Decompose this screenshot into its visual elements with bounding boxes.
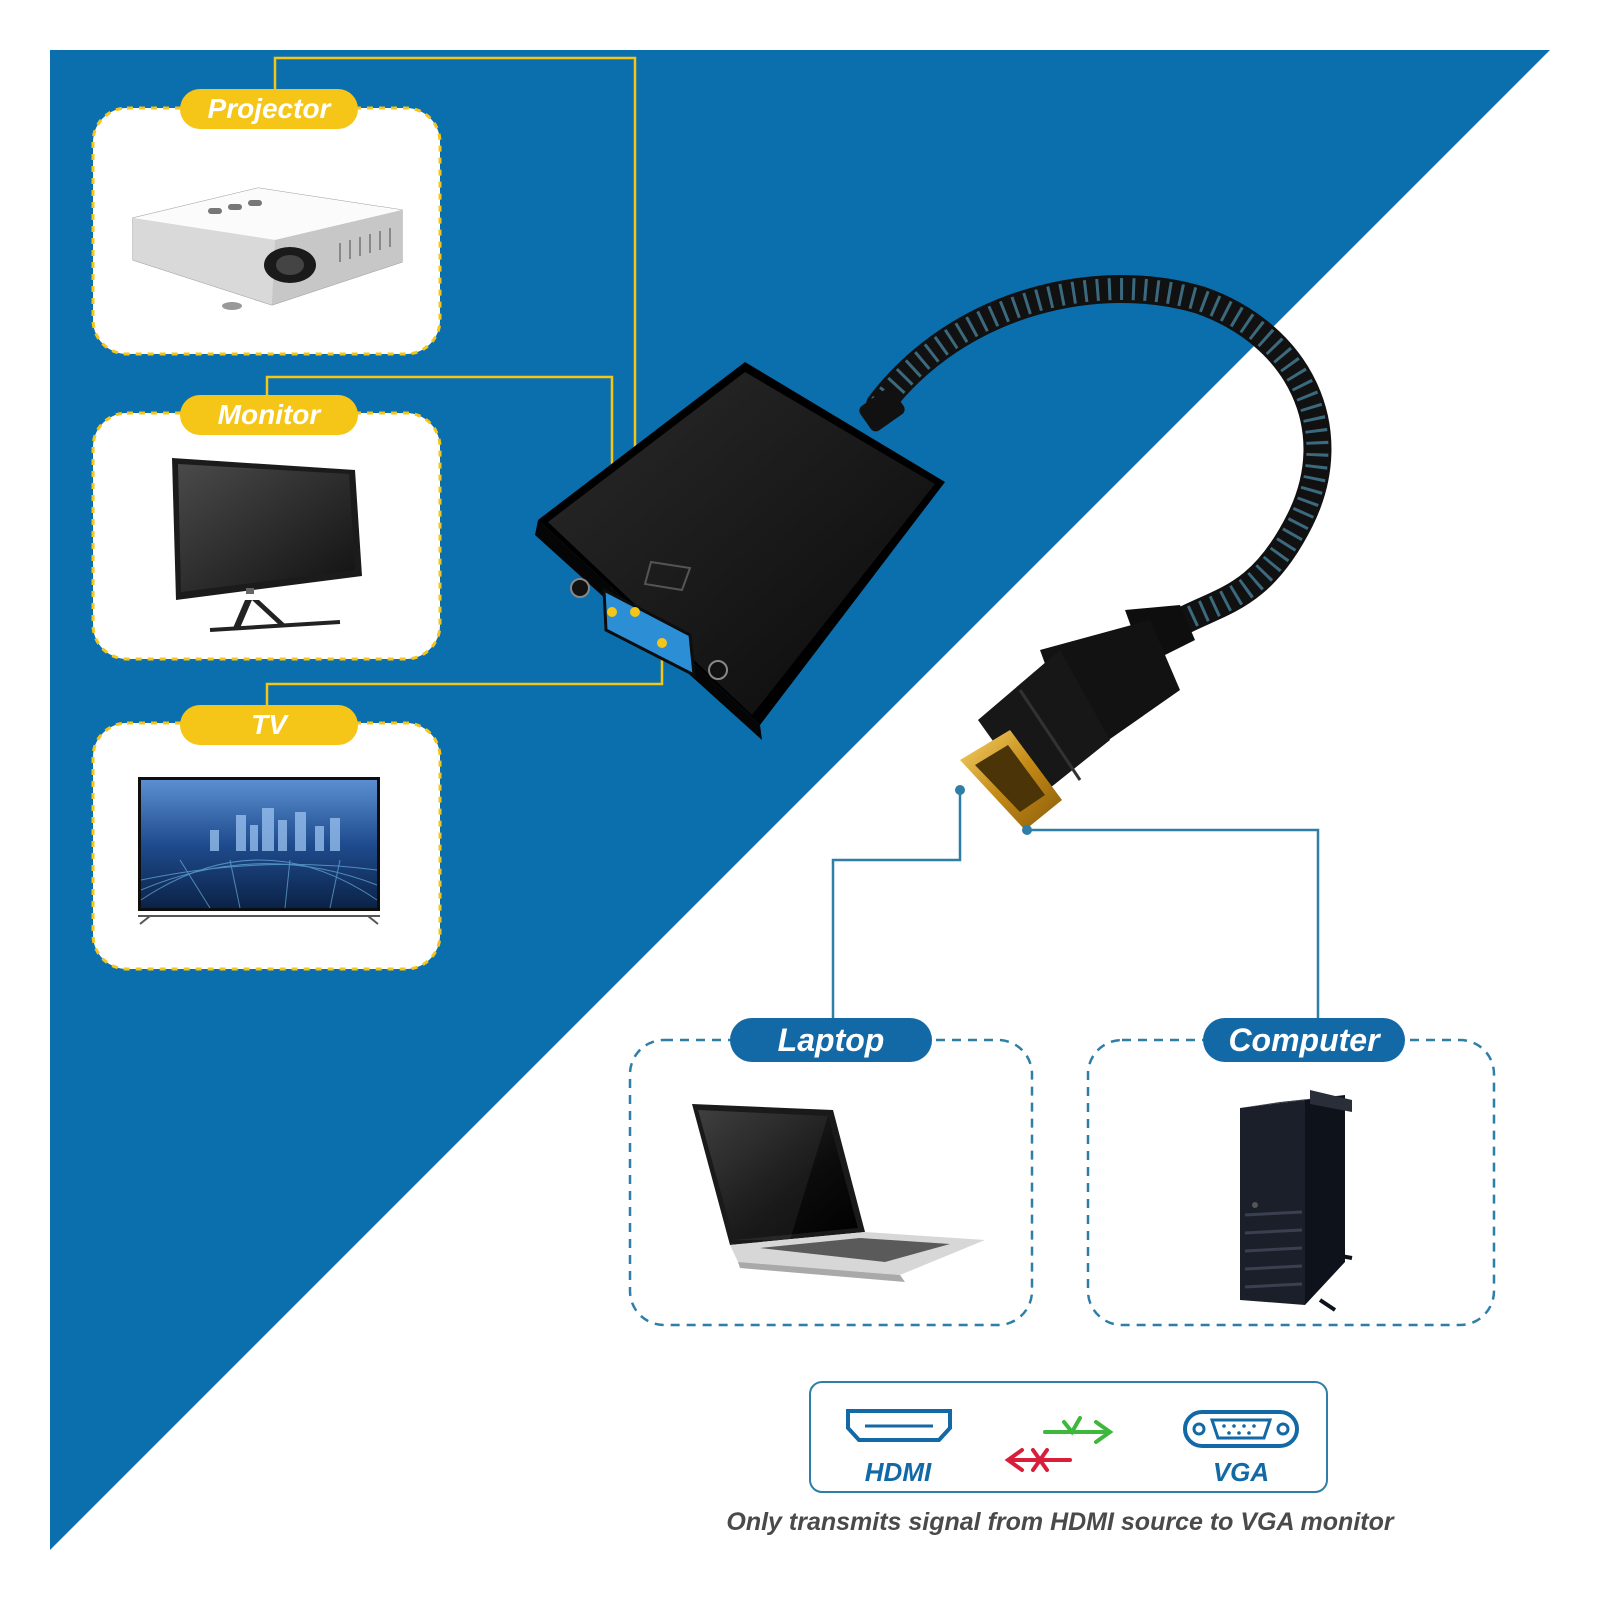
laptop-icon [692, 1104, 985, 1282]
hdmi-connector-lines [831, 790, 1320, 1020]
hdmi-label: HDMI [865, 1457, 932, 1487]
monitor-icon [172, 458, 362, 632]
label-pill-computer: Computer [1203, 1018, 1405, 1062]
output-label-projector: Projector [208, 93, 333, 124]
allowed-direction-arrow-icon [1043, 1416, 1114, 1444]
vga-port [602, 587, 696, 678]
source-label-laptop: Laptop [778, 1022, 885, 1058]
label-pill-laptop: Laptop [730, 1018, 932, 1062]
projector-icon [132, 187, 403, 310]
tv-icon [138, 777, 380, 925]
hdmi-cable [866, 274, 1332, 639]
vga-label: VGA [1213, 1457, 1269, 1487]
label-pill-monitor: Monitor [180, 395, 358, 435]
blocked-direction-arrow-icon [1004, 1448, 1072, 1472]
source-label-computer: Computer [1228, 1022, 1381, 1058]
signal-direction-caption: Only transmits signal from HDMI source t… [726, 1508, 1394, 1536]
label-pill-tv: TV [180, 705, 358, 745]
vga-adapter-box [535, 362, 945, 740]
label-pill-projector: Projector [180, 89, 358, 129]
computer-tower-icon [1240, 1090, 1353, 1312]
hdmi-plug [955, 605, 1195, 835]
vga-port-icon [1183, 1410, 1299, 1448]
output-label-monitor: Monitor [218, 399, 323, 430]
hdmi-port-icon [846, 1409, 952, 1442]
output-label-tv: TV [251, 709, 289, 740]
